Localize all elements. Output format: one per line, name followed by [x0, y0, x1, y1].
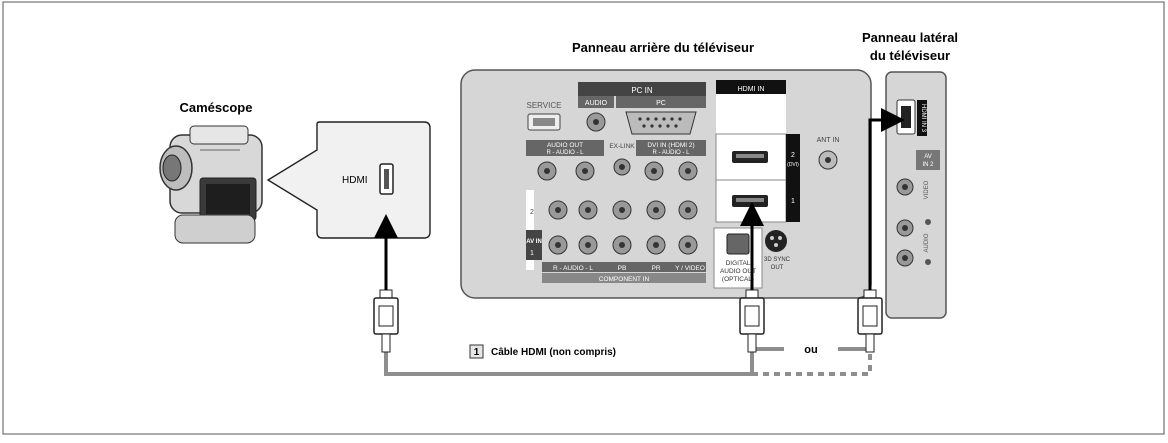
hdmi-2-number: 2	[791, 152, 795, 159]
side-video-label: VIDEO	[924, 180, 930, 199]
side-hdmi-3-label: HDMI IN 3	[920, 104, 926, 133]
hdmi-connector-rear	[739, 202, 765, 353]
sync-out-label-line1: 3D SYNC	[764, 257, 791, 263]
ant-in-label: ANT IN	[817, 137, 840, 144]
av-component-jacks	[548, 200, 698, 255]
optical-label-line3: (OPTICAL)	[722, 276, 754, 283]
camcorder-hdmi-label: HDMI	[342, 175, 368, 186]
camcorder-port-callout: HDMI	[266, 121, 431, 239]
camcorder-hdmi-port-icon	[379, 163, 394, 195]
row-2-label: 2	[530, 209, 534, 216]
audio-out-sub: R - AUDIO - L	[546, 150, 584, 156]
y-video-label: Y / VIDEO	[675, 265, 705, 272]
sync-out-label-line2: OUT	[771, 265, 784, 271]
pc-in-label: PC IN	[631, 86, 653, 95]
or-label: ou	[804, 344, 817, 356]
cable-caption-text: Câble HDMI (non compris)	[491, 347, 616, 358]
hdmi-1-number: 1	[791, 198, 795, 205]
component-in-label: COMPONENT IN	[599, 276, 650, 283]
cable-caption: 1 Câble HDMI (non compris)	[469, 344, 616, 359]
optical-label-line2: AUDIO OUT	[720, 268, 756, 275]
dvi-in-label: DVI IN (HDMI 2)	[647, 142, 694, 149]
pr-label: PR	[651, 265, 660, 272]
dvi-in-header	[636, 140, 706, 156]
optical-label-line1: DIGITAL	[726, 260, 751, 267]
hdmi-connector-camcorder	[373, 214, 399, 353]
pc-in-header	[578, 82, 706, 96]
av-in-label: AV IN	[526, 239, 542, 245]
side-audio-label: AUDIO	[924, 233, 930, 252]
side-panel-title-line1: Panneau latéral	[862, 30, 958, 45]
dvi-in-sub: R - AUDIO - L	[652, 150, 690, 156]
side-panel-title-line2: du téléviseur	[870, 48, 950, 63]
hdmi-in-header	[716, 80, 786, 94]
row-1-label: 1	[530, 250, 534, 257]
pc-vga-port	[625, 111, 697, 135]
cable-number: 1	[474, 347, 480, 358]
camcorder-icon	[159, 125, 263, 244]
hdmi-connector-side	[857, 108, 905, 353]
ex-link-label: EX-LINK	[609, 143, 635, 150]
audio-out-header	[526, 140, 604, 156]
audio-out-label: AUDIO OUT	[547, 142, 583, 149]
side-av-jacks	[896, 178, 914, 267]
hdmi-cable: ou	[384, 344, 872, 376]
optical-port	[726, 233, 750, 255]
sync-out-jack	[765, 230, 787, 252]
pb-label: PB	[618, 265, 627, 272]
pc-audio-label: AUDIO	[585, 100, 608, 107]
pc-label: PC	[656, 100, 666, 107]
side-panel: HDMI IN 3 AV IN 2 VIDEO AUDIO	[885, 71, 947, 319]
side-av-label-line1: AV	[924, 154, 932, 160]
av-audio-label: R - AUDIO - L	[553, 265, 593, 272]
service-label: SERVICE	[527, 101, 562, 110]
rear-panel: SERVICE PC IN AUDIO PC HDMI IN 2 (DVI) 1	[460, 69, 872, 299]
av-in-tag	[526, 230, 542, 260]
camcorder-title: Caméscope	[180, 100, 253, 115]
audio-out-jacks	[537, 161, 595, 181]
side-av-label-line2: IN 2	[922, 162, 934, 168]
rear-panel-title: Panneau arrière du téléviseur	[572, 40, 754, 55]
dvi-audio-jacks	[644, 161, 698, 181]
hdmi-2-dvi-tag: (DVI)	[787, 162, 799, 168]
hdmi-in-label: HDMI IN	[738, 86, 765, 93]
